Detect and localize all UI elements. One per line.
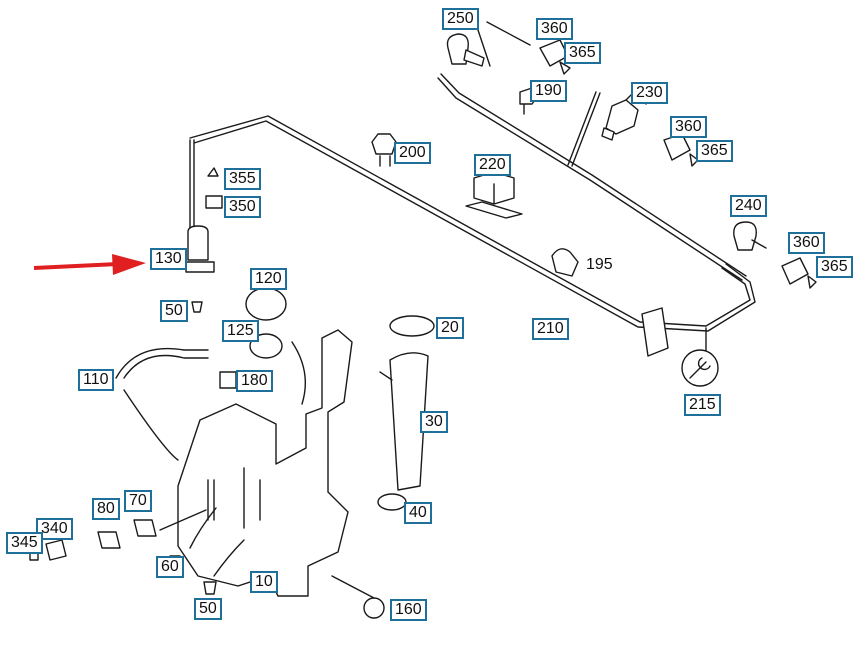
callout-230: 230: [631, 82, 668, 104]
callout-200: 200: [394, 142, 431, 164]
fitting-230: [601, 91, 647, 141]
grommet-50-top: [191, 301, 203, 313]
cap-120: [245, 287, 287, 321]
part-160: [363, 597, 385, 619]
callout-125: 125: [222, 320, 259, 342]
callout-355: 355: [224, 168, 261, 190]
hose-upper-branch: [437, 73, 747, 281]
hose-210: [189, 115, 756, 332]
red-pointer-arrow: [33, 254, 146, 275]
grommet-50-bottom: [203, 581, 217, 595]
arrow-10: [213, 539, 245, 577]
arrow-70: [189, 507, 217, 549]
callout-40: 40: [404, 502, 432, 524]
clip-365-mid: [689, 153, 699, 167]
callout-160: 160: [390, 599, 427, 621]
callout-250: 250: [442, 8, 479, 30]
callout-340: 340: [36, 518, 73, 540]
callout-110: 110: [78, 369, 114, 391]
callout-220: 220: [474, 154, 511, 176]
callout-60: 60: [156, 556, 184, 578]
clip-365-right: [807, 275, 817, 289]
clip-200: [371, 133, 397, 167]
callout-350: 350: [224, 196, 261, 218]
part-195: [551, 248, 579, 277]
callout-10: 10: [250, 571, 278, 593]
grommet-70: [133, 519, 157, 537]
clip-340: [45, 539, 67, 561]
pump-130: [185, 167, 223, 273]
callout-50-bottom: 50: [194, 598, 222, 620]
nozzle-250: [446, 23, 491, 67]
hose-110: [115, 347, 209, 461]
leader-80: [159, 509, 207, 531]
sensor-80: [97, 531, 121, 549]
callout-20: 20: [436, 317, 464, 339]
clip-360-right: [781, 257, 809, 285]
filler-tube-30: [379, 352, 429, 491]
hose-tank-outlet: [207, 479, 215, 521]
grommet-210: [641, 307, 669, 357]
arrow-cap: [291, 341, 307, 405]
callout-50-top: 50: [160, 300, 188, 322]
label-195: 195: [586, 256, 613, 273]
callout-30: 30: [420, 411, 448, 433]
part-180: [219, 371, 237, 389]
callout-360-mid: 360: [670, 116, 707, 138]
callout-240: 240: [730, 195, 767, 217]
callout-130: 130: [150, 248, 187, 270]
callout-210: 210: [532, 318, 569, 340]
callout-365-mid: 365: [696, 140, 733, 162]
callout-360-right: 360: [788, 232, 825, 254]
callout-365-top: 365: [564, 42, 601, 64]
callout-80: 80: [92, 498, 120, 520]
callout-70: 70: [124, 490, 152, 512]
wrench-symbol-215: [681, 349, 719, 387]
callout-215: 215: [684, 394, 721, 416]
callout-180: 180: [236, 370, 273, 392]
clip-365-top: [559, 61, 571, 75]
leader-160: [331, 575, 375, 599]
callout-345: 345: [6, 532, 43, 554]
callout-365-right: 365: [816, 256, 853, 278]
cap-20: [389, 315, 435, 337]
clip-220: [465, 171, 523, 219]
callout-120: 120: [250, 268, 287, 290]
seal-40: [377, 493, 407, 511]
callout-360-top: 360: [536, 18, 573, 40]
reservoir-tank-10: [177, 329, 353, 597]
nozzle-240: [733, 221, 767, 251]
hose-pump-feed: [189, 139, 195, 231]
seal-125: [249, 333, 283, 359]
leader-250: [486, 21, 531, 46]
callout-190: 190: [530, 80, 567, 102]
